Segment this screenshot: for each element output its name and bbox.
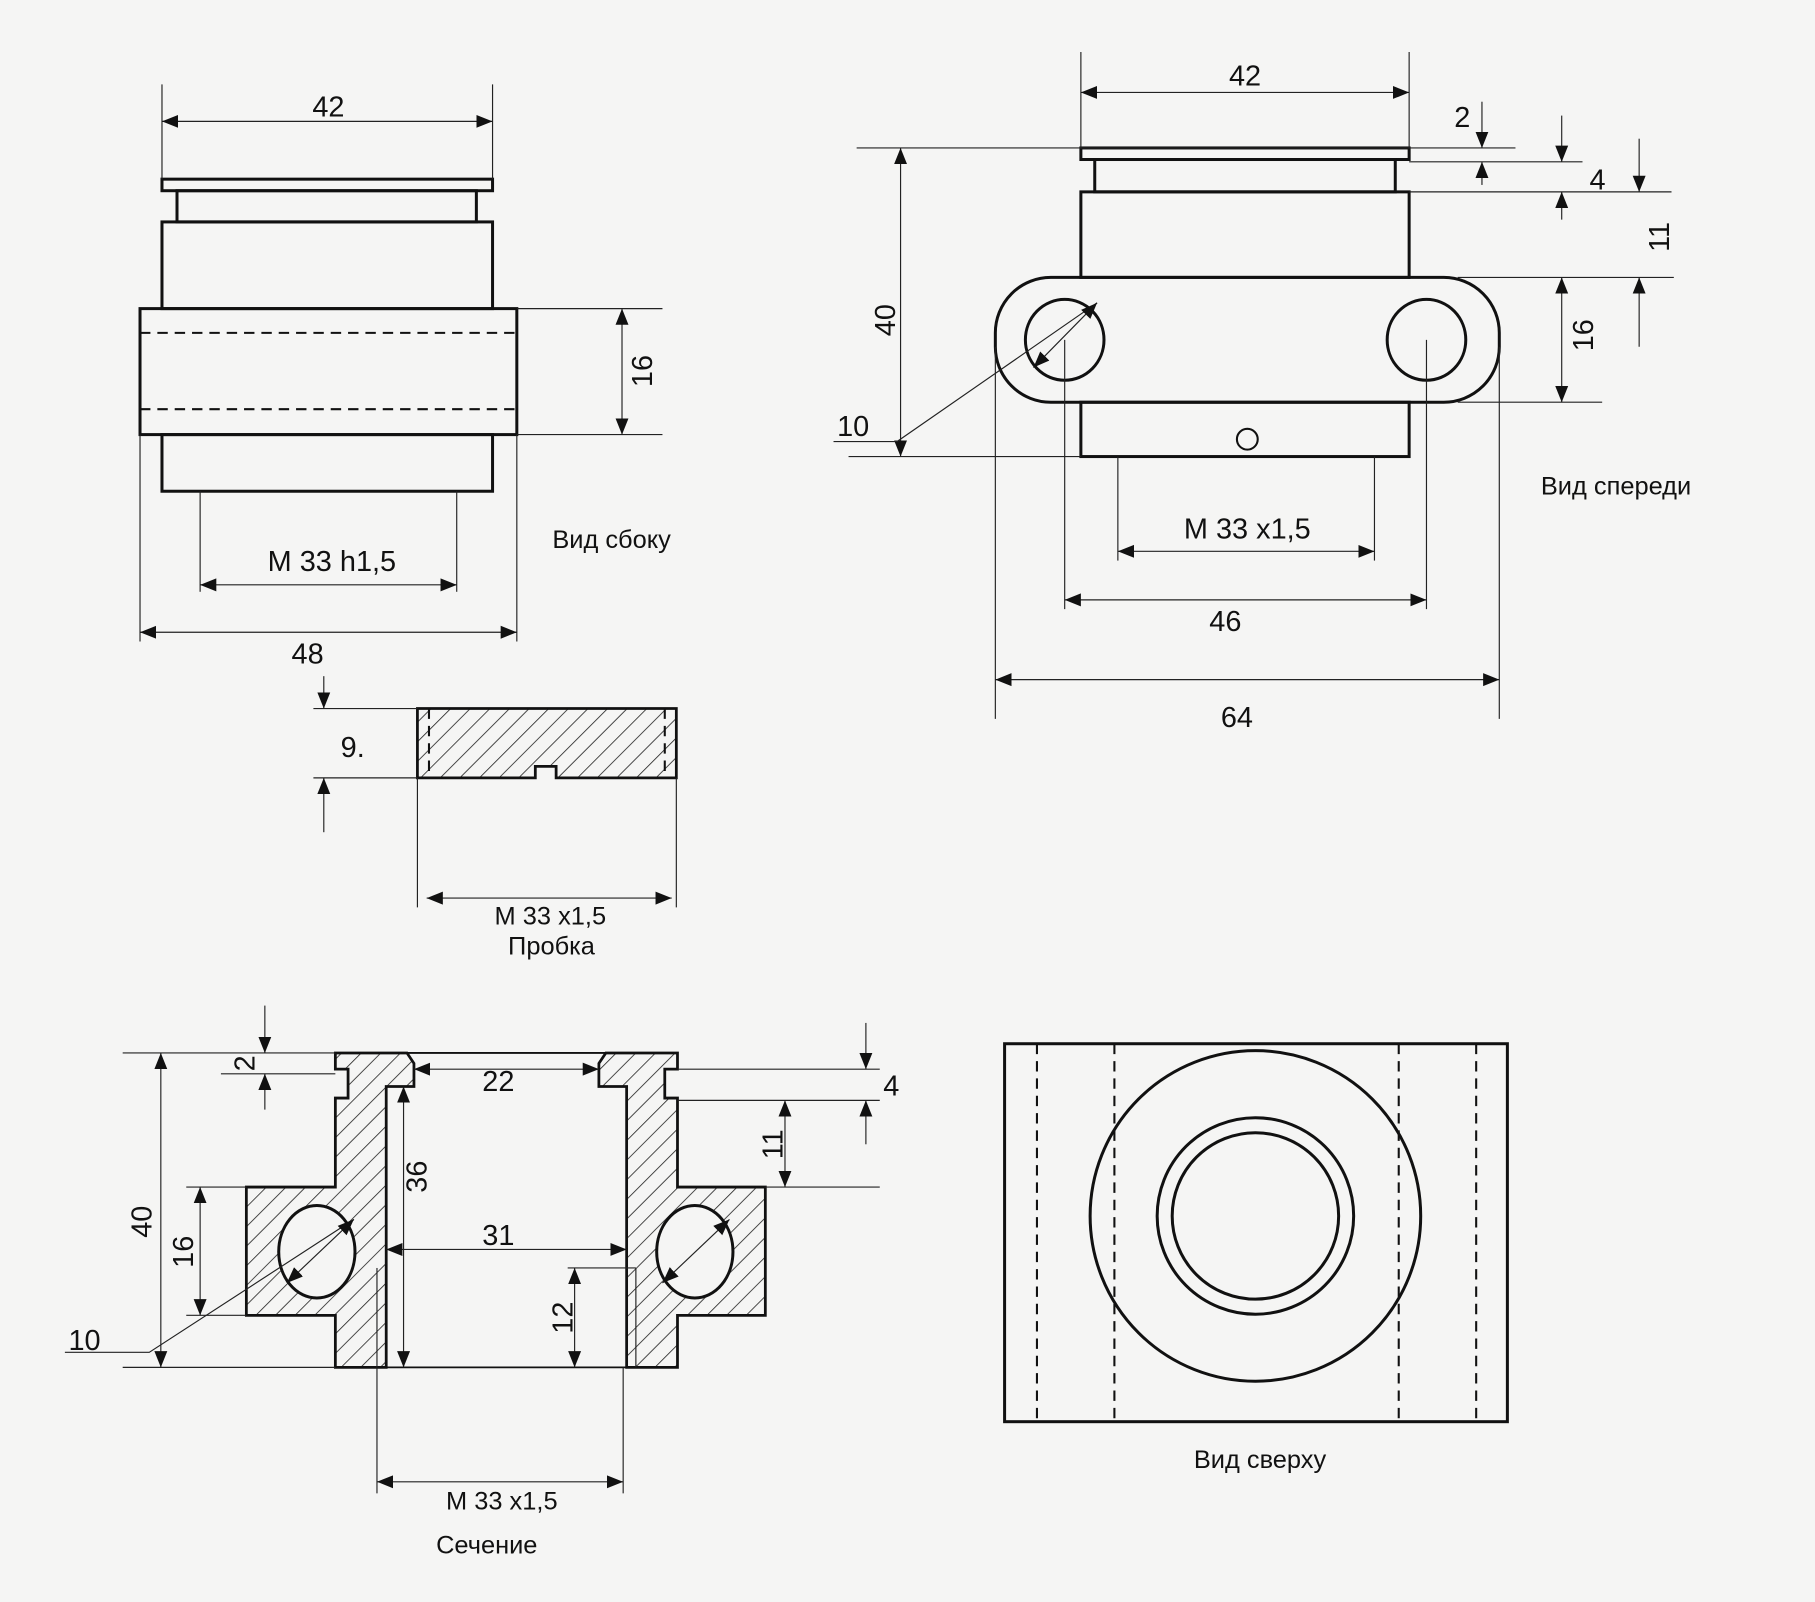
dimension-line bbox=[1033, 302, 1098, 368]
front-dim-2: 2 bbox=[1454, 102, 1470, 134]
side-view-title: Вид сбоку bbox=[552, 526, 671, 554]
side-dim-48: 48 bbox=[292, 638, 324, 670]
section-dim-16: 16 bbox=[168, 1236, 200, 1268]
leader-line bbox=[64, 1218, 355, 1353]
front-dim-64: 64 bbox=[1221, 702, 1253, 734]
top-bore-circle bbox=[1170, 1131, 1341, 1301]
leader-line bbox=[833, 302, 1098, 443]
side-view: 42 16 M 33 h1,5 48 Вид сбоку bbox=[138, 84, 671, 670]
section-dim-4: 4 bbox=[883, 1071, 899, 1103]
front-view-title: Вид спереди bbox=[1541, 473, 1691, 501]
section-dim-10: 10 bbox=[68, 1325, 100, 1357]
front-dim-46: 46 bbox=[1209, 606, 1241, 638]
front-body bbox=[1079, 190, 1411, 279]
plug-dim-9: 9. bbox=[341, 732, 365, 764]
section-dim-36: 36 bbox=[402, 1161, 434, 1193]
side-body bbox=[160, 220, 495, 311]
top-outline bbox=[1003, 1042, 1509, 1424]
section-view: 2 22 4 11 36 40 16 31 12 10 bbox=[64, 1005, 899, 1559]
front-dim-10: 10 bbox=[837, 411, 869, 443]
side-dim-42: 42 bbox=[312, 92, 344, 124]
top-neck-circle bbox=[1155, 1116, 1356, 1316]
section-dim-thread: M 33 x1,5 bbox=[446, 1488, 558, 1516]
front-dim-40: 40 bbox=[870, 304, 902, 336]
side-bottom bbox=[160, 433, 495, 493]
section-dim-40: 40 bbox=[127, 1206, 159, 1238]
dimension-line bbox=[286, 1218, 355, 1284]
section-dim-12: 12 bbox=[547, 1302, 579, 1334]
top-body-circle bbox=[1088, 1049, 1423, 1383]
front-dim-thread: M 33 x1,5 bbox=[1184, 514, 1311, 546]
section-hole-left bbox=[277, 1204, 357, 1300]
front-neck bbox=[1093, 158, 1397, 194]
dimension-line bbox=[662, 1218, 730, 1284]
top-view: Вид сверху bbox=[1003, 1042, 1509, 1474]
top-view-title: Вид сверху bbox=[1194, 1446, 1327, 1474]
plug-dim-thread: M 33 x1,5 bbox=[495, 903, 607, 931]
front-dim-11: 11 bbox=[1644, 222, 1676, 252]
section-dim-11: 11 bbox=[758, 1129, 790, 1159]
front-bottom bbox=[1079, 400, 1411, 459]
side-dim-thread: M 33 h1,5 bbox=[268, 546, 396, 578]
plug-view: 9. M 33 x1,5 Пробка bbox=[313, 676, 678, 961]
front-dim-16: 16 bbox=[1568, 319, 1600, 351]
plug-title: Пробка bbox=[508, 933, 596, 961]
front-dim-42: 42 bbox=[1229, 61, 1261, 93]
plug-section bbox=[416, 707, 678, 780]
front-dim-4: 4 bbox=[1590, 165, 1606, 197]
side-neck bbox=[175, 189, 478, 224]
front-top-flange bbox=[1079, 146, 1411, 162]
front-mount-plate bbox=[993, 275, 1501, 404]
section-title: Сечение bbox=[436, 1531, 537, 1559]
side-band bbox=[138, 307, 519, 437]
section-dim-22: 22 bbox=[482, 1066, 514, 1098]
front-small-hole bbox=[1235, 427, 1259, 451]
section-dim-31: 31 bbox=[482, 1220, 514, 1252]
front-view: 42 2 4 11 16 40 10 M 33 x1,5 46 bbox=[833, 52, 1691, 734]
side-top-flange bbox=[160, 177, 495, 193]
section-dim-2: 2 bbox=[229, 1055, 261, 1071]
side-dim-16: 16 bbox=[627, 355, 659, 387]
